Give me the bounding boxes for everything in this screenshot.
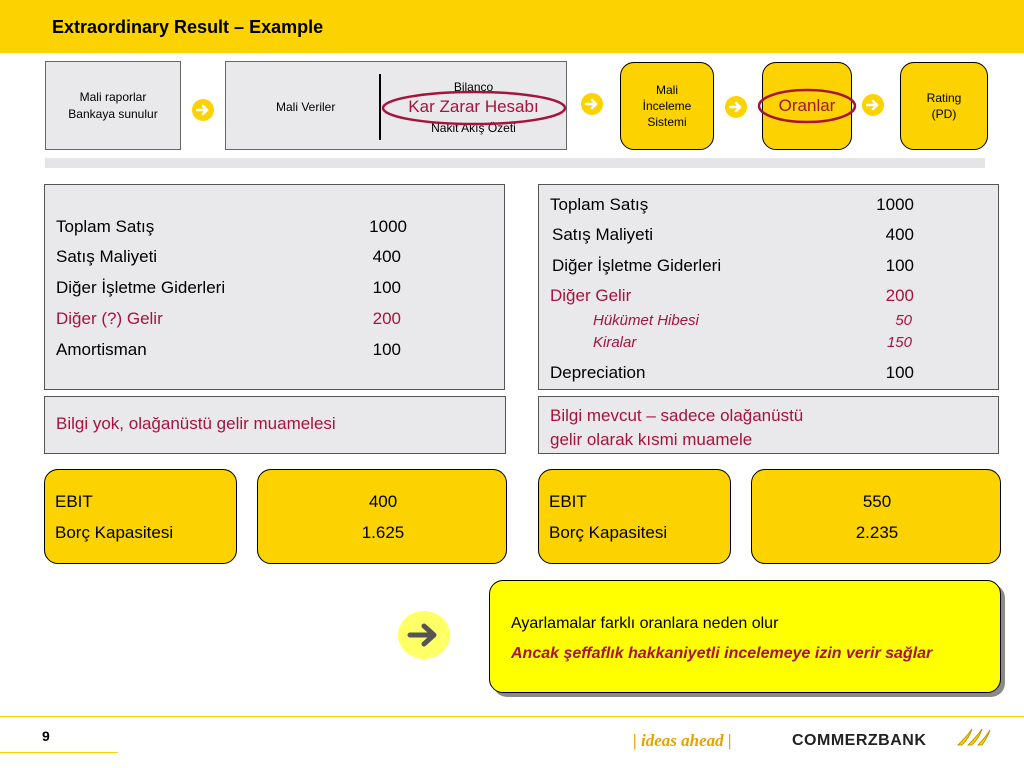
conclusion-callout: Ayarlamalar farklı oranlara neden olur A… — [489, 580, 1001, 693]
debt-capacity-value: 1.625 — [361, 523, 405, 542]
right-row-value: 1000 — [876, 195, 914, 214]
slogan-text: | ideas ahead | — [633, 731, 732, 750]
left-row-value: 200 — [372, 309, 401, 328]
right-row-subvalue: 150 — [886, 334, 912, 351]
left-note-text: Bilgi yok, olağanüstü gelir muamelesi — [56, 414, 336, 433]
left-row-label: Diğer (?) Gelir — [56, 309, 163, 328]
flow-box-divider — [379, 74, 381, 140]
left-note-box: Bilgi yok, olağanüstü gelir muamelesi — [44, 396, 506, 454]
flow-box-reports: Mali raporlar Bankaya sunulur — [45, 61, 181, 150]
left-row-label: Satış Maliyeti — [56, 247, 158, 266]
flow-box-reports-line1: Mali raporlar — [79, 90, 147, 105]
right-note-box: Bilgi mevcut – sadece olağanüstü gelir o… — [538, 396, 999, 454]
right-row-sublabel: Hükümet Hibesi — [593, 312, 699, 329]
right-row-value: 100 — [885, 363, 914, 382]
right-row-label: Diğer Gelir — [550, 286, 632, 305]
right-result-values: 550 2.235 — [751, 469, 1001, 564]
commerzbank-logo-icon — [956, 726, 992, 753]
right-row-value: 100 — [885, 256, 914, 275]
flow-box-ratios: Oranlar — [762, 62, 852, 150]
page-title: Extraordinary Result – Example — [52, 17, 324, 37]
right-result-labels: EBIT Borç Kapasitesi — [538, 469, 731, 564]
flow-box-review-line1: Mali — [655, 82, 678, 97]
debt-capacity-value: 2.235 — [855, 523, 899, 542]
left-row-label: Toplam Satış — [56, 217, 155, 236]
ebit-label: EBIT — [549, 492, 587, 511]
arrow-right-icon — [725, 96, 747, 118]
right-row-value: 400 — [885, 225, 914, 244]
debt-capacity-label: Borç Kapasitesi — [55, 523, 174, 542]
right-note-line2: gelir olarak kısmi muamele — [550, 430, 753, 449]
left-row-value: 400 — [372, 247, 401, 266]
right-income-panel: Toplam Satış 1000 Satış Maliyeti 400 Diğ… — [538, 184, 999, 390]
left-row-label: Diğer İşletme Giderleri — [56, 278, 226, 297]
arrow-right-icon — [398, 611, 450, 659]
callout-line1: Ayarlamalar farklı oranlara neden olur — [511, 615, 779, 632]
flow-box-rating-line2: (PD) — [931, 107, 957, 121]
footer-divider — [0, 716, 1024, 717]
flow-box-data-label: Mali Veriler — [276, 100, 336, 114]
left-row-value: 100 — [372, 340, 401, 359]
flow-box-bilanco: Bilanço — [453, 80, 494, 94]
right-row-subvalue: 50 — [895, 312, 912, 329]
ebit-value: 400 — [368, 492, 398, 511]
flow-box-review-line3: Sistemi — [647, 115, 687, 130]
ebit-label: EBIT — [55, 492, 93, 511]
arrow-right-icon — [862, 94, 884, 116]
separator-bar — [45, 158, 985, 168]
left-row-label: Amortisman — [56, 340, 147, 359]
right-note-line1: Bilgi mevcut – sadece olağanüstü — [550, 406, 804, 425]
highlight-ellipse-icon — [381, 90, 567, 126]
flow-box-data: Mali Veriler Bilanço Kar Zarar Hesabı Na… — [225, 61, 567, 150]
arrow-right-icon — [581, 93, 603, 115]
ebit-value: 550 — [862, 492, 892, 511]
right-row-label: Satış Maliyeti — [552, 225, 654, 244]
callout-line2: Ancak şeffaflık hakkaniyetli incelemeye … — [511, 645, 933, 662]
left-result-labels: EBIT Borç Kapasitesi — [44, 469, 237, 564]
flow-box-reports-line2: Bankaya sunulur — [68, 106, 158, 121]
header-bar — [0, 0, 1024, 53]
page-number-underline — [0, 752, 118, 753]
highlight-ellipse-icon — [757, 88, 857, 124]
brand-name: COMMERZBANK — [792, 732, 927, 749]
left-income-panel: Toplam Satış 1000 Satış Maliyeti 400 Diğ… — [44, 184, 505, 390]
flow-box-ratios-label: Oranlar — [778, 95, 836, 115]
left-row-value: 100 — [372, 278, 401, 297]
page-number: 9 — [42, 728, 50, 744]
flow-box-kar-zarar: Kar Zarar Hesabı — [408, 97, 539, 116]
left-row-value: 1000 — [369, 217, 407, 236]
right-row-label: Toplam Satış — [550, 195, 649, 214]
flow-box-rating-line1: Rating — [926, 90, 962, 105]
flow-box-rating: Rating (PD) — [900, 62, 988, 150]
flow-box-review-line2: İnceleme — [642, 98, 692, 113]
right-row-sublabel: Kiralar — [593, 334, 637, 351]
right-row-value: 200 — [885, 286, 914, 305]
right-row-label: Diğer İşletme Giderleri — [552, 256, 722, 275]
arrow-right-icon — [192, 99, 214, 121]
left-result-values: 400 1.625 — [257, 469, 507, 564]
debt-capacity-label: Borç Kapasitesi — [549, 523, 668, 542]
flow-box-review-system: Mali İnceleme Sistemi — [620, 62, 714, 150]
right-row-label: Depreciation — [550, 363, 646, 382]
